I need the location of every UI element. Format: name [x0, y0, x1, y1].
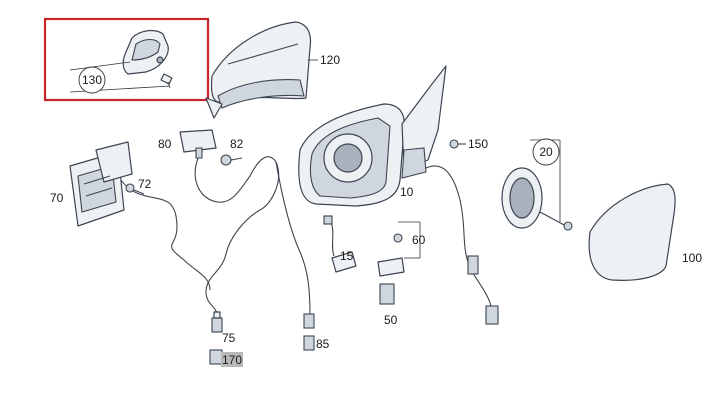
- part-10-mirror-body[interactable]: [298, 65, 447, 207]
- label-100: 100: [682, 251, 702, 265]
- label-80: 80: [158, 137, 172, 151]
- label-20: 20: [539, 145, 553, 159]
- part-20-adjustment-motor[interactable]: [501, 167, 573, 231]
- label-120: 120: [320, 53, 340, 67]
- part-70-control-unit[interactable]: [69, 141, 133, 227]
- label-70: 70: [50, 191, 64, 205]
- part-harness-connector[interactable]: [467, 255, 499, 325]
- highlight-box-130: [43, 17, 210, 102]
- label-130: 130: [82, 73, 102, 87]
- label-82: 82: [230, 137, 244, 151]
- part-170-connector[interactable]: [209, 349, 223, 365]
- label-10: 10: [400, 185, 414, 199]
- label-60: 60: [412, 233, 426, 247]
- part-50-plug[interactable]: [379, 283, 395, 305]
- part-60-clip[interactable]: [377, 233, 405, 277]
- label-50: 50: [384, 313, 398, 327]
- part-120-mirror-cap[interactable]: [205, 21, 312, 119]
- label-150: 150: [468, 137, 488, 151]
- wire-harness-70: [117, 175, 211, 291]
- part-150-screw[interactable]: [449, 139, 466, 149]
- wire-harness-85: [275, 161, 311, 315]
- part-80-sensor[interactable]: [179, 129, 217, 159]
- part-72-screw[interactable]: [125, 183, 145, 195]
- label-75: 75: [222, 331, 236, 345]
- wire-harness-75: [194, 156, 280, 317]
- part-130-turn-signal[interactable]: [122, 29, 173, 89]
- label-170-background: [221, 352, 243, 367]
- part-15-lamp[interactable]: [323, 215, 357, 273]
- wire-harness-main: [425, 165, 493, 311]
- label-170: 170: [222, 353, 242, 367]
- part-75-connector[interactable]: [211, 311, 223, 333]
- label-15: 15: [340, 249, 354, 263]
- part-85-connector[interactable]: [303, 313, 315, 351]
- callout-circle-130: [78, 66, 106, 94]
- label-85: 85: [316, 337, 330, 351]
- callout-circle-20: [532, 138, 560, 166]
- label-72: 72: [138, 177, 152, 191]
- part-100-mirror-glass[interactable]: [588, 183, 676, 281]
- part-82-screw[interactable]: [220, 154, 243, 166]
